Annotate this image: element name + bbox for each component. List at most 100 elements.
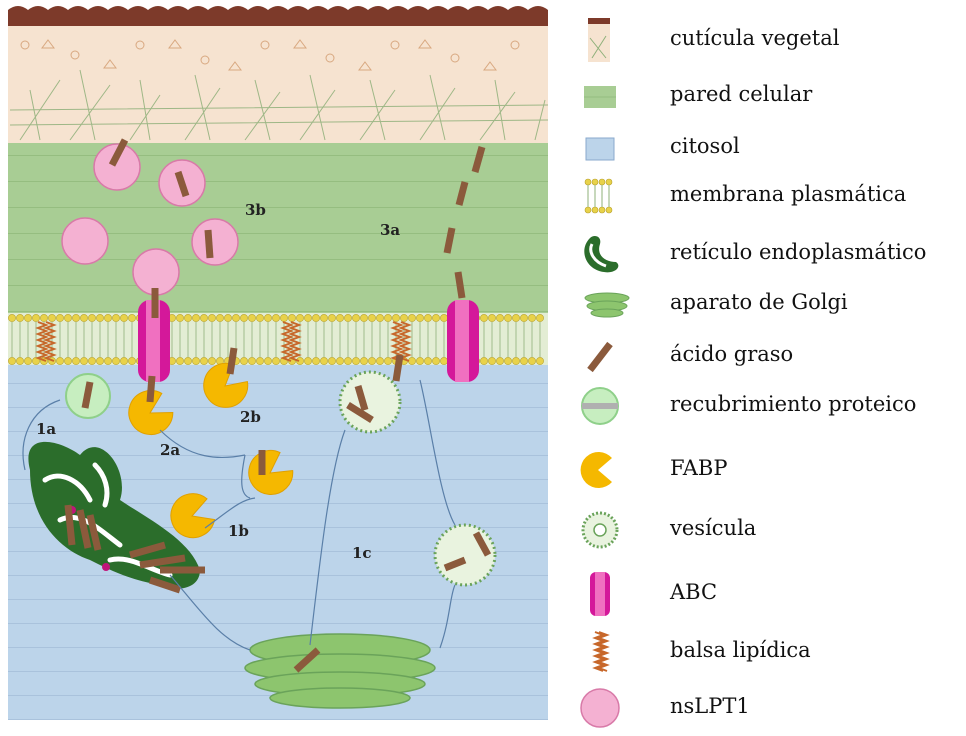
phospholipid-head <box>352 357 359 364</box>
legend-label: recubrimiento proteico <box>670 392 916 416</box>
phospholipid-head <box>480 357 487 364</box>
step-label-1c: 1c <box>352 544 372 562</box>
phospholipid-head <box>112 314 119 321</box>
phospholipid-head <box>120 314 127 321</box>
legend-item-abc: ABC <box>570 566 966 622</box>
phospholipid-head <box>384 314 391 321</box>
phospholipid-head <box>328 314 335 321</box>
plasma-membrane-icon <box>576 174 624 218</box>
legend-item-lipid-raft: balsa lipídica <box>570 624 966 680</box>
phospholipid-head <box>192 314 199 321</box>
phospholipid-head <box>304 314 311 321</box>
phospholipid-head <box>248 357 255 364</box>
lipid-transport-diagram: 1a 2a 2b 1b 1c 3a 3b <box>0 0 560 736</box>
phospholipid-head <box>288 314 295 321</box>
phospholipid-head <box>32 314 39 321</box>
phospholipid-head <box>504 357 511 364</box>
phospholipid-head <box>224 314 231 321</box>
phospholipid-head <box>128 314 135 321</box>
step-label-1b: 1b <box>228 522 249 540</box>
phospholipid-head <box>104 357 111 364</box>
phospholipid-head <box>272 357 279 364</box>
phospholipid-head <box>264 357 271 364</box>
phospholipid-head <box>72 314 79 321</box>
phospholipid-head <box>88 314 95 321</box>
legend-item-vesicle: vesícula <box>570 502 966 558</box>
phospholipid-head <box>216 314 223 321</box>
phospholipid-head <box>200 314 207 321</box>
plant-cuticle-icon <box>576 18 624 62</box>
legend-label: ácido graso <box>670 342 793 366</box>
phospholipid-head <box>488 314 495 321</box>
phospholipid-head <box>496 357 503 364</box>
phospholipid-head <box>80 314 87 321</box>
phospholipid-head <box>408 314 415 321</box>
legend-label: citosol <box>670 134 740 158</box>
phospholipid-head <box>496 314 503 321</box>
phospholipid-head <box>112 357 119 364</box>
phospholipid-head <box>176 314 183 321</box>
legend-item-fabp: FABP <box>570 442 966 498</box>
phospholipid-head <box>528 357 535 364</box>
phospholipid-head <box>376 314 383 321</box>
legend: cutícula vegetal pared celular citosol m… <box>570 0 966 736</box>
phospholipid-head <box>344 357 351 364</box>
phospholipid-head <box>432 314 439 321</box>
cytosol-icon <box>576 126 624 170</box>
phospholipid-head <box>192 357 199 364</box>
phospholipid-head <box>504 314 511 321</box>
legend-label: retículo endoplasmático <box>670 240 926 264</box>
phospholipid-head <box>416 314 423 321</box>
phospholipid-head <box>56 357 63 364</box>
step-label-3b: 3b <box>245 201 266 219</box>
phospholipid-head <box>48 314 55 321</box>
legend-item-fatty-acid: ácido graso <box>570 328 966 384</box>
phospholipid-head <box>336 357 343 364</box>
phospholipid-head <box>304 357 311 364</box>
phospholipid-head <box>24 357 31 364</box>
phospholipid-head <box>264 314 271 321</box>
phospholipid-head <box>120 357 127 364</box>
phospholipid-head <box>520 314 527 321</box>
phospholipid-head <box>320 314 327 321</box>
phospholipid-head <box>200 357 207 364</box>
step-label-2b: 2b <box>240 408 261 426</box>
phospholipid-head <box>184 314 191 321</box>
phospholipid-head <box>480 314 487 321</box>
legend-label: balsa lipídica <box>670 638 811 662</box>
phospholipid-head <box>40 314 47 321</box>
phospholipid-head <box>368 314 375 321</box>
phospholipid-head <box>424 314 431 321</box>
phospholipid-head <box>256 357 263 364</box>
phospholipid-head <box>184 357 191 364</box>
phospholipid-head <box>296 314 303 321</box>
cell-wall-icon <box>576 74 624 118</box>
phospholipid-head <box>376 357 383 364</box>
legend-item-cell-wall: pared celular <box>570 68 966 124</box>
legend-item-er: retículo endoplasmático <box>570 226 966 282</box>
legend-label: ABC <box>670 580 717 604</box>
phospholipid-head <box>176 357 183 364</box>
plant-cuticle-layer <box>8 6 548 143</box>
phospholipid-head <box>400 314 407 321</box>
legend-label: membrana plasmática <box>670 182 906 206</box>
phospholipid-head <box>56 314 63 321</box>
phospholipid-head <box>64 357 71 364</box>
phospholipid-head <box>520 357 527 364</box>
phospholipid-head <box>528 314 535 321</box>
phospholipid-head <box>352 314 359 321</box>
phospholipid-head <box>488 357 495 364</box>
phospholipid-head <box>440 357 447 364</box>
legend-item-protein-coat: recubrimiento proteico <box>570 378 966 434</box>
legend-item-golgi: aparato de Golgi <box>570 276 966 332</box>
lipid-raft-icon <box>576 630 624 674</box>
phospholipid-head <box>240 314 247 321</box>
phospholipid-head <box>320 357 327 364</box>
legend-label: aparato de Golgi <box>670 290 848 314</box>
phospholipid-head <box>512 314 519 321</box>
golgi-apparatus <box>245 634 435 708</box>
step-label-2a: 2a <box>160 441 180 459</box>
phospholipid-head <box>208 314 215 321</box>
phospholipid-head <box>96 357 103 364</box>
phospholipid-head <box>432 357 439 364</box>
